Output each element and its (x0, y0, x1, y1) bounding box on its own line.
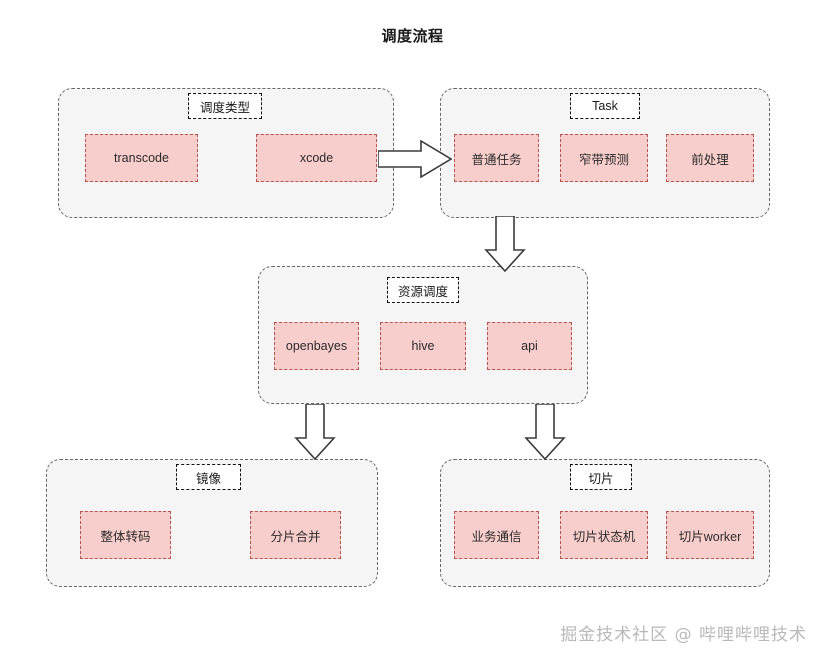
arrow-schedule-type-to-task (378, 140, 452, 178)
node-slice-state-machine[interactable]: 切片状态机 (560, 511, 648, 559)
node-openbayes[interactable]: openbayes (274, 322, 359, 370)
node-normal-task[interactable]: 普通任务 (454, 134, 539, 182)
group-label-task: Task (570, 93, 640, 119)
group-label-image: 镜像 (176, 464, 241, 490)
node-hive[interactable]: hive (380, 322, 466, 370)
node-api[interactable]: api (487, 322, 572, 370)
group-label-resource-schedule: 资源调度 (387, 277, 459, 303)
node-preprocess[interactable]: 前处理 (666, 134, 754, 182)
arrow-resource-schedule-to-slice (524, 404, 566, 460)
node-narrowband-predict[interactable]: 窄带预测 (560, 134, 648, 182)
arrow-task-to-resource-schedule (484, 216, 526, 272)
node-transcode[interactable]: transcode (85, 134, 198, 182)
node-whole-transcode[interactable]: 整体转码 (80, 511, 171, 559)
page-title: 调度流程 (381, 28, 444, 45)
watermark: 掘金技术社区 @ 哔哩哔哩技术 (560, 625, 807, 645)
node-xcode[interactable]: xcode (256, 134, 377, 182)
node-segment-merge[interactable]: 分片合并 (250, 511, 341, 559)
arrow-resource-schedule-to-image (294, 404, 336, 460)
node-slice-worker[interactable]: 切片worker (666, 511, 754, 559)
group-label-slice: 切片 (570, 464, 632, 490)
group-label-schedule-type: 调度类型 (188, 93, 262, 119)
node-business-comm[interactable]: 业务通信 (454, 511, 539, 559)
